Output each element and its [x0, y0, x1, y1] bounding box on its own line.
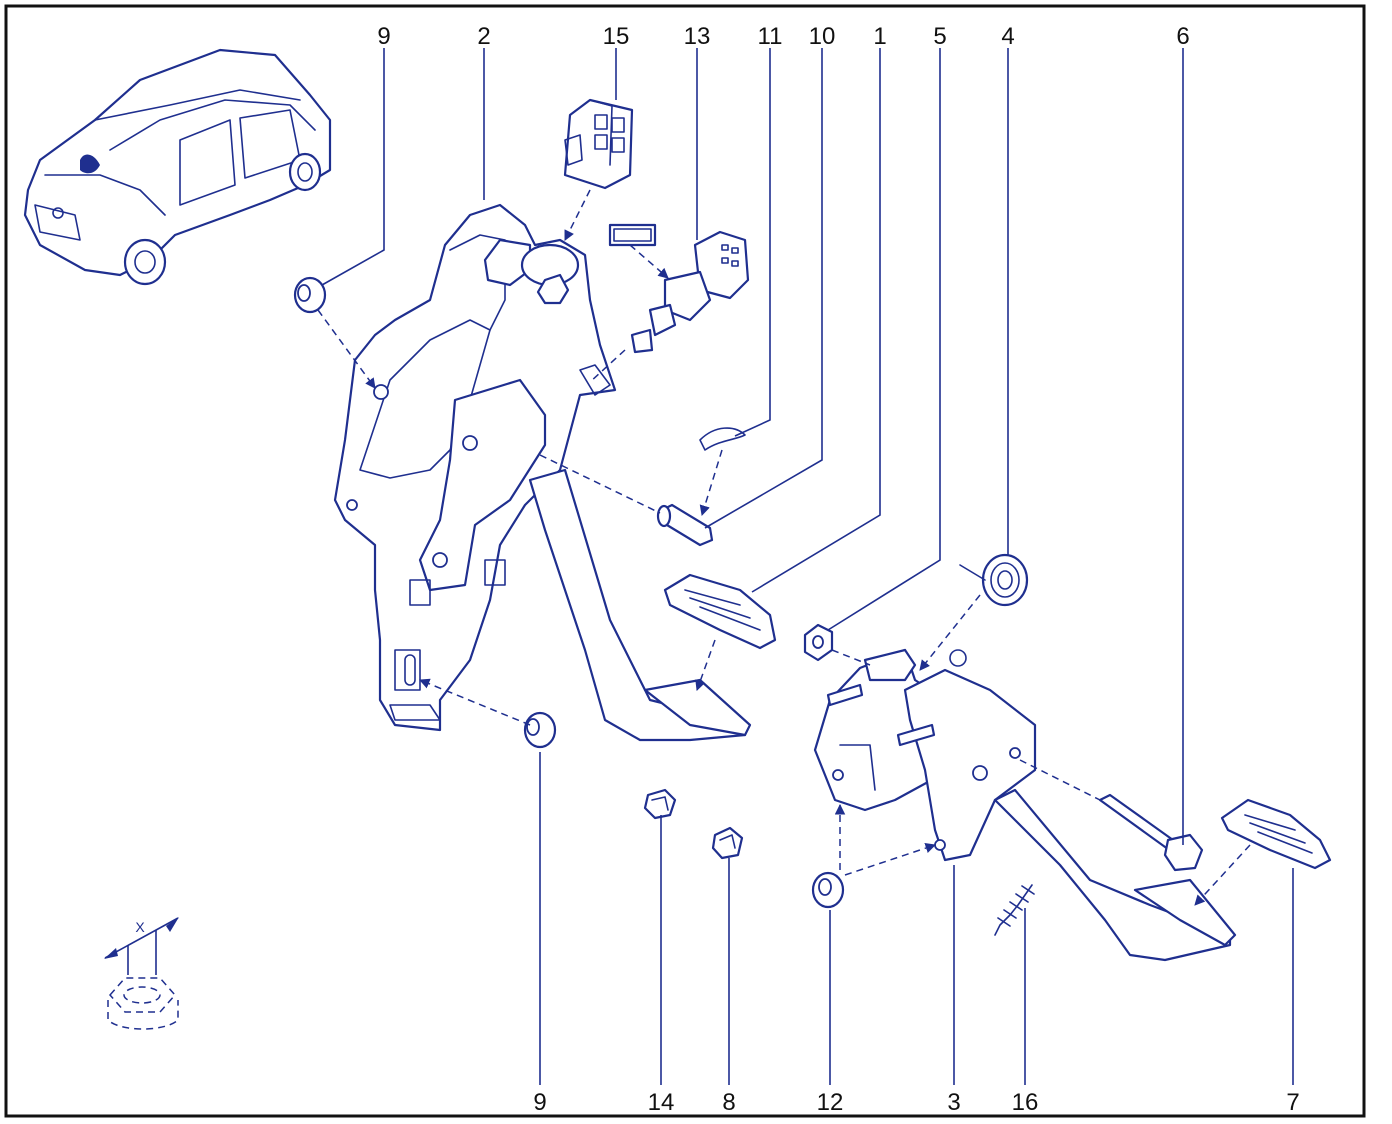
pedal-pad-part-7: [1220, 798, 1332, 870]
spring-part-4: [959, 553, 1029, 607]
callout-11: 11: [758, 23, 783, 50]
nut-dimension-detail: X: [104, 917, 179, 1030]
diagram-frame: [4, 4, 1366, 1118]
dimension-x-label: X: [135, 919, 145, 935]
clip-part-11: [699, 427, 746, 451]
connector-part-15: [563, 98, 634, 190]
callout-16: 16: [1012, 1089, 1039, 1116]
vehicle-thumbnail: [23, 48, 332, 286]
brake-pedal-arm: [528, 468, 752, 742]
callouts-top: 9 2 15 13 11 10 1 5 4 6: [377, 23, 1189, 50]
nut-part-9-bottom: [523, 711, 557, 749]
nut-part-9-top: [293, 276, 327, 314]
clutch-bracket-part-3: [813, 648, 1037, 862]
callout-1: 1: [873, 23, 886, 50]
assembly-guides: [317, 189, 1251, 906]
callout-15: 15: [603, 23, 630, 50]
callout-6: 6: [1176, 23, 1189, 50]
clip-part-14: [643, 788, 677, 820]
nut-part-5: [803, 623, 834, 662]
nut-part-12: [811, 871, 845, 909]
pedal-bracket-part-2: [333, 203, 617, 732]
callout-8: 8: [722, 1089, 735, 1116]
vehicle-logo-icon: [52, 207, 64, 219]
clutch-pedal-arm: [993, 788, 1237, 962]
callouts-bottom: 9 14 8 12 3 16 7: [533, 1089, 1299, 1116]
callout-14: 14: [648, 1089, 675, 1116]
clutch-studs: [826, 683, 936, 747]
callout-leaders: [321, 48, 1294, 1085]
callout-2: 2: [477, 23, 490, 50]
bolt-part-6: [1098, 793, 1204, 872]
callout-3: 3: [947, 1089, 960, 1116]
callout-13: 13: [684, 23, 711, 50]
callout-12: 12: [817, 1089, 844, 1116]
callout-10: 10: [809, 23, 836, 50]
spring-part-16: [994, 884, 1035, 936]
pedal-pad-part-1: [663, 573, 777, 650]
callout-9-top: 9: [377, 23, 390, 50]
callout-4: 4: [1001, 23, 1014, 50]
callout-7: 7: [1286, 1089, 1299, 1116]
clip-part-8: [711, 826, 744, 860]
callout-9-bottom: 9: [533, 1089, 546, 1116]
switch-part-13: [630, 230, 750, 354]
pin-part-10: [656, 503, 714, 547]
label-tag-icon: [608, 223, 657, 247]
callout-5: 5: [933, 23, 946, 50]
